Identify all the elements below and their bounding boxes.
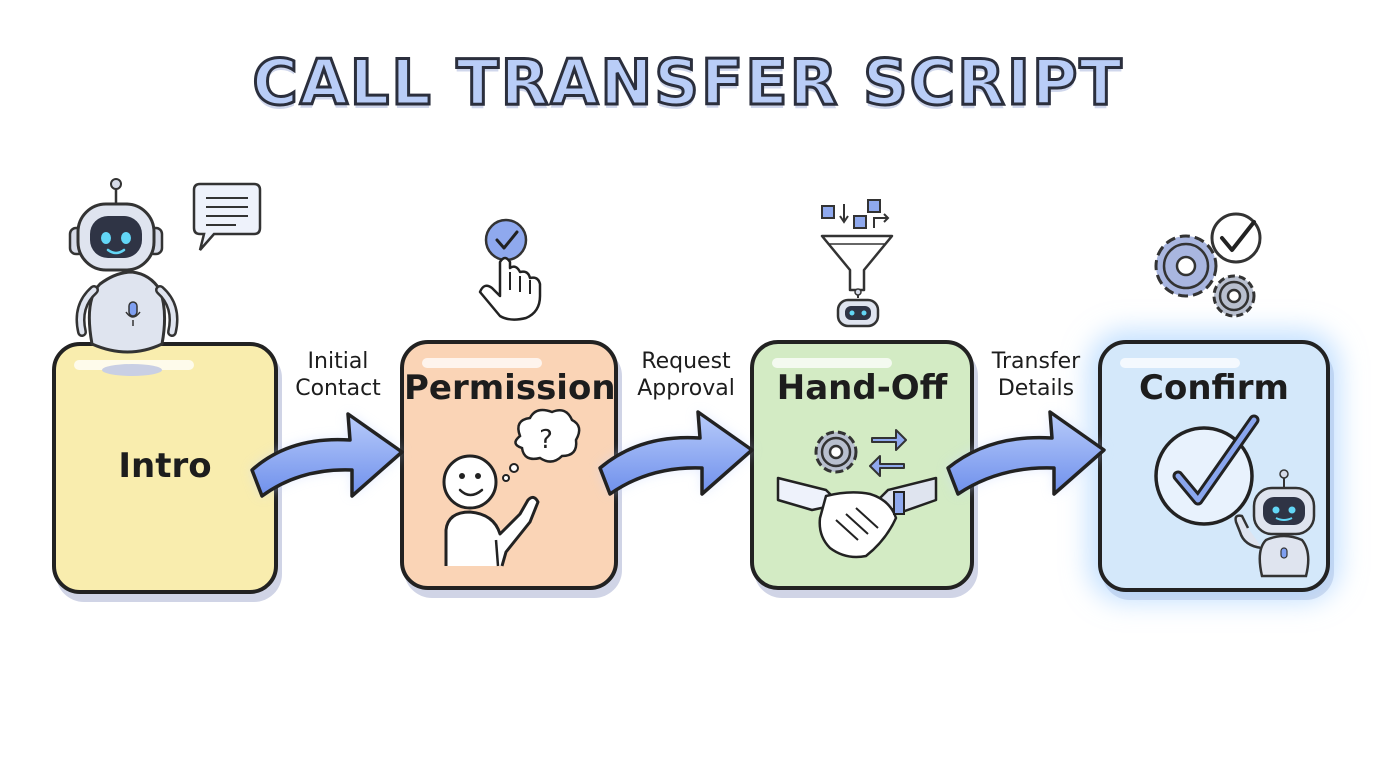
connector-label-1: Initial Contact bbox=[282, 348, 394, 402]
swap-arrows-icon bbox=[869, 429, 907, 477]
check-circle-icon bbox=[1210, 212, 1262, 264]
flow-arrow-1 bbox=[250, 412, 404, 498]
connector-label-3-line2: Details bbox=[997, 376, 1075, 401]
connector-label-1-line2: Contact bbox=[295, 376, 381, 401]
connector-label-2-line2: Approval bbox=[637, 376, 735, 401]
gears-icon bbox=[1154, 234, 1256, 318]
stage-hand-off-label: Hand-Off bbox=[776, 368, 948, 408]
question-cloud-icon: ? bbox=[502, 408, 581, 482]
connector-label-2: Request Approval bbox=[626, 348, 746, 402]
robot-thumbs-up-icon bbox=[1234, 469, 1316, 578]
flow-arrow-3 bbox=[946, 410, 1106, 496]
robot-icon bbox=[68, 178, 179, 376]
stage-intro-label: Intro bbox=[118, 446, 212, 486]
handshake-icon bbox=[776, 476, 938, 559]
funnel-icon bbox=[820, 199, 894, 292]
svg-text:?: ? bbox=[539, 425, 553, 455]
connector-label-1-line1: Initial bbox=[307, 349, 369, 374]
stage-permission-label: Permission bbox=[404, 368, 616, 408]
gear-icon bbox=[814, 430, 858, 474]
pointing-hand-icon bbox=[478, 256, 542, 321]
checkmark-icon bbox=[1154, 414, 1260, 526]
flow-arrow-2 bbox=[598, 410, 754, 496]
speech-bubble-icon bbox=[192, 182, 262, 251]
stage-intro: Intro bbox=[52, 342, 278, 594]
page-title: CALL TRANSFER SCRIPT bbox=[251, 45, 1124, 121]
connector-label-3: Transfer Details bbox=[978, 348, 1094, 402]
person-icon bbox=[442, 454, 540, 567]
stage-confirm-label: Confirm bbox=[1139, 368, 1289, 408]
check-badge-icon bbox=[484, 218, 528, 262]
small-robot-icon bbox=[836, 288, 880, 328]
connector-label-3-line1: Transfer bbox=[991, 349, 1081, 374]
connector-label-2-line1: Request bbox=[641, 349, 731, 374]
